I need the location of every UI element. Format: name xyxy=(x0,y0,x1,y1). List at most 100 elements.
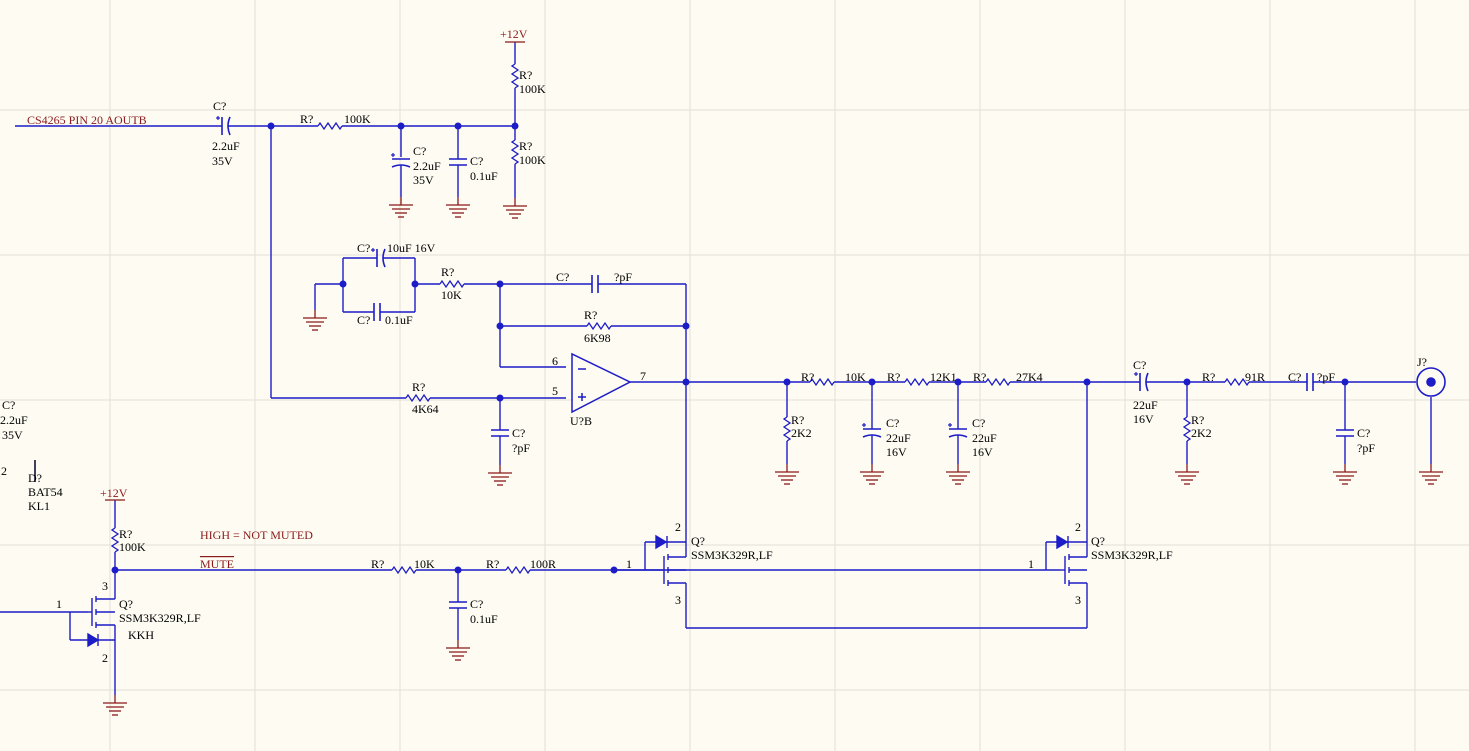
c-in-voltage: 35V xyxy=(212,154,233,168)
r-bias-bot-value: 100K xyxy=(519,153,546,167)
ground-symbol xyxy=(1332,463,1358,485)
r-f1-ref: R? xyxy=(801,370,814,384)
c-out-value: 22uF xyxy=(1133,398,1158,412)
output-jack-symbol xyxy=(1416,367,1446,397)
ground-symbol xyxy=(502,197,528,219)
c-left-value: 2.2uF xyxy=(0,413,28,427)
bias-ceramic-cap-symbol xyxy=(448,158,468,166)
c-in-ref: C? xyxy=(213,99,226,113)
opamp-symbol xyxy=(571,352,632,414)
r-f3-ref: R? xyxy=(973,370,986,384)
r-f1-value: 10K xyxy=(845,370,866,384)
r-f2-ref: R? xyxy=(887,370,900,384)
r-f2-value: 12K1 xyxy=(930,370,957,384)
q-mid-ref: Q? xyxy=(691,534,705,548)
r-sh1-ref: R? xyxy=(791,413,804,427)
mute-resistor-2-symbol xyxy=(505,566,531,574)
c-f2-voltage: 16V xyxy=(972,445,993,459)
c-fb-cer-ref: C? xyxy=(357,313,370,327)
mute-net-label: MUTE xyxy=(200,557,234,571)
r-gain-value: 10K xyxy=(441,288,462,302)
r-mute2-ref: R? xyxy=(486,557,499,571)
jack-ref: J? xyxy=(1417,355,1427,369)
power-label-left: +12V xyxy=(100,486,128,500)
c-out3-ref: C? xyxy=(1357,426,1370,440)
c-feedback-value: ?pF xyxy=(614,270,632,284)
c-feedback-ref: C? xyxy=(556,270,569,284)
q-left-ref: Q? xyxy=(119,597,133,611)
diode-value: BAT54 xyxy=(28,485,63,499)
pullup-resistor-symbol xyxy=(111,527,119,553)
c-f2-value: 22uF xyxy=(972,431,997,445)
filter-resistor-2-symbol xyxy=(904,378,930,386)
c-left-voltage: 35V xyxy=(2,428,23,442)
bias-resistor-top-symbol xyxy=(511,63,519,89)
r-mute1-value: 10K xyxy=(414,557,435,571)
bias-resistor-bottom-symbol xyxy=(511,139,519,165)
r-pull-value: 100K xyxy=(119,540,146,554)
c-bias-elec-value: 2.2uF xyxy=(413,159,441,173)
feedback-ceramic-cap-symbol xyxy=(373,302,381,322)
shunt-resistor-1-symbol xyxy=(783,416,791,442)
ground-symbol xyxy=(1174,463,1200,485)
q-left-pin-s: 2 xyxy=(102,651,108,665)
q-right-pin-d: 2 xyxy=(1075,520,1081,534)
r-sh2-ref: R? xyxy=(1191,413,1204,427)
r-pull-ref: R? xyxy=(119,527,132,541)
r-gain-ref: R? xyxy=(441,265,454,279)
diode-ref: D? xyxy=(28,471,42,485)
q-left-pin-d: 3 xyxy=(102,579,108,593)
c-bias-cer-ref: C? xyxy=(470,154,483,168)
q-right-value: SSM3K329R,LF xyxy=(1091,548,1173,562)
ground-symbol xyxy=(445,639,471,661)
r-feedback-ref: R? xyxy=(584,308,597,322)
r-mute1-ref: R? xyxy=(371,557,384,571)
c-plus-ref: C? xyxy=(512,426,525,440)
feedback-capacitor-symbol xyxy=(591,274,599,294)
r-plus-value: 4K64 xyxy=(412,402,439,416)
ground-symbol xyxy=(945,463,971,485)
ground-symbol xyxy=(445,196,471,218)
c-bias-elec-voltage: 35V xyxy=(413,173,434,187)
c-out3-value: ?pF xyxy=(1357,441,1375,455)
c-mute-ref: C? xyxy=(470,597,483,611)
c-mute-value: 0.1uF xyxy=(470,612,498,626)
plus-input-cap-symbol xyxy=(490,429,510,437)
r-out-ref: R? xyxy=(1202,370,1215,384)
q-right-pin-s: 3 xyxy=(1075,593,1081,607)
r-f3-value: 27K4 xyxy=(1016,370,1043,384)
diode-pin: 2 xyxy=(1,464,7,478)
c-out2-ref: C? xyxy=(1288,370,1301,384)
ground-symbol xyxy=(302,309,328,331)
ground-symbol xyxy=(487,464,513,486)
mosfet-right-symbol xyxy=(1045,534,1088,590)
mute-cap-symbol xyxy=(448,601,468,609)
r-plus-ref: R? xyxy=(412,380,425,394)
feedback-resistor-symbol xyxy=(586,322,612,330)
c-out2-value: ?pF xyxy=(1317,370,1335,384)
c-out-voltage: 16V xyxy=(1133,412,1154,426)
c-f2-ref: C? xyxy=(972,416,985,430)
shunt-resistor-2-symbol xyxy=(1183,416,1191,442)
input-net-label: CS4265 PIN 20 AOUTB xyxy=(27,113,147,127)
mute-note-label: HIGH = NOT MUTED xyxy=(200,528,313,542)
power-label-top: +12V xyxy=(500,27,528,41)
c-in-value: 2.2uF xyxy=(212,139,240,153)
q-mid-pin-s: 3 xyxy=(675,593,681,607)
c-left-ref: C? xyxy=(2,398,15,412)
ground-symbol xyxy=(859,463,885,485)
mosfet-left-symbol xyxy=(69,585,116,648)
r-feedback-value: 6K98 xyxy=(584,331,611,345)
r-bias-top-ref: R? xyxy=(519,68,532,82)
c-out-ref: C? xyxy=(1133,358,1146,372)
c-fb-elec-value: 10uF 16V xyxy=(387,241,436,255)
c-f1-value: 22uF xyxy=(886,431,911,445)
opamp-pin-noninv: 5 xyxy=(552,384,558,398)
q-left-value: SSM3K329R,LF xyxy=(119,611,201,625)
opamp-pin-out: 7 xyxy=(640,369,646,383)
filter-resistor-3-symbol xyxy=(985,378,1011,386)
c-f1-ref: C? xyxy=(886,416,899,430)
opamp-pin-inv: 6 xyxy=(552,354,558,368)
q-mid-pin-d: 2 xyxy=(675,520,681,534)
